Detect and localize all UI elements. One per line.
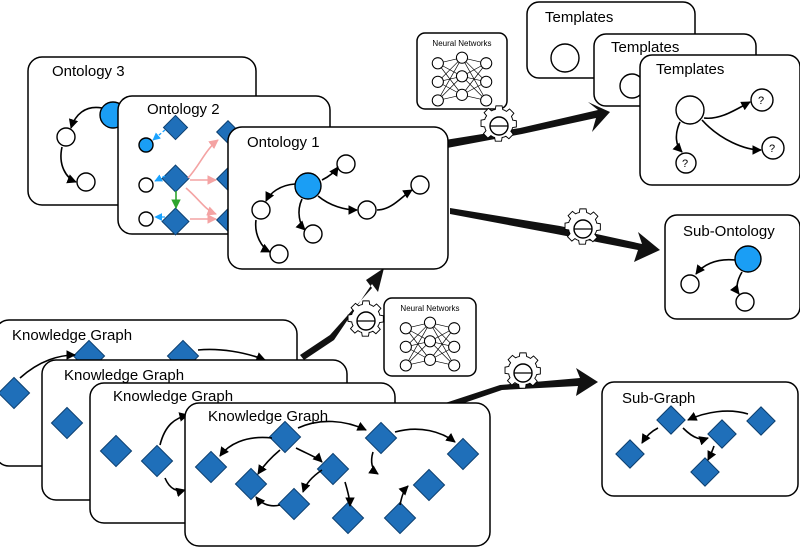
- neural-network-icon: [399, 316, 461, 372]
- ontology-title: Ontology 2: [147, 101, 220, 118]
- unknown-marker: ?: [769, 143, 775, 155]
- arrow-icon: [300, 268, 384, 360]
- gear-icon: [480, 105, 518, 142]
- ontology-title: Ontology 3: [52, 63, 125, 80]
- knowledge-graph-card-4: Knowledge Graph: [184, 402, 491, 547]
- unknown-marker: ?: [758, 95, 764, 107]
- ontology-card-1: Ontology 1: [227, 126, 449, 270]
- neural-network-box-top: Neural Networks: [416, 32, 508, 110]
- ontology-title: Ontology 1: [247, 134, 320, 151]
- neural-network-icon: [431, 51, 493, 107]
- templates-title: Templates: [611, 39, 679, 56]
- neural-network-title: Neural Networks: [400, 304, 459, 313]
- gear-icon: [347, 300, 385, 337]
- neural-network-box-bottom: Neural Networks: [383, 297, 477, 377]
- knowledge-graph-title: Knowledge Graph: [208, 408, 328, 425]
- sub-graph-title: Sub-Graph: [622, 390, 695, 407]
- gear-icon: [564, 208, 602, 245]
- templates-title: Templates: [545, 9, 613, 26]
- gear-icon: [504, 352, 542, 389]
- knowledge-graph-title: Knowledge Graph: [64, 367, 184, 384]
- sub-graph-card: Sub-Graph: [601, 381, 799, 497]
- knowledge-graph-title: Knowledge Graph: [113, 388, 233, 405]
- sub-ontology-card: Sub-Ontology: [664, 214, 800, 320]
- sub-ontology-title: Sub-Ontology: [683, 223, 775, 240]
- templates-title: Templates: [656, 61, 724, 78]
- neural-network-title: Neural Networks: [432, 39, 491, 48]
- templates-card-3: Templates ? ? ?: [639, 54, 800, 186]
- arrow-icon: [450, 208, 660, 262]
- arrow-icon: [430, 368, 598, 414]
- knowledge-graph-title: Knowledge Graph: [12, 327, 132, 344]
- unknown-marker: ?: [682, 158, 688, 170]
